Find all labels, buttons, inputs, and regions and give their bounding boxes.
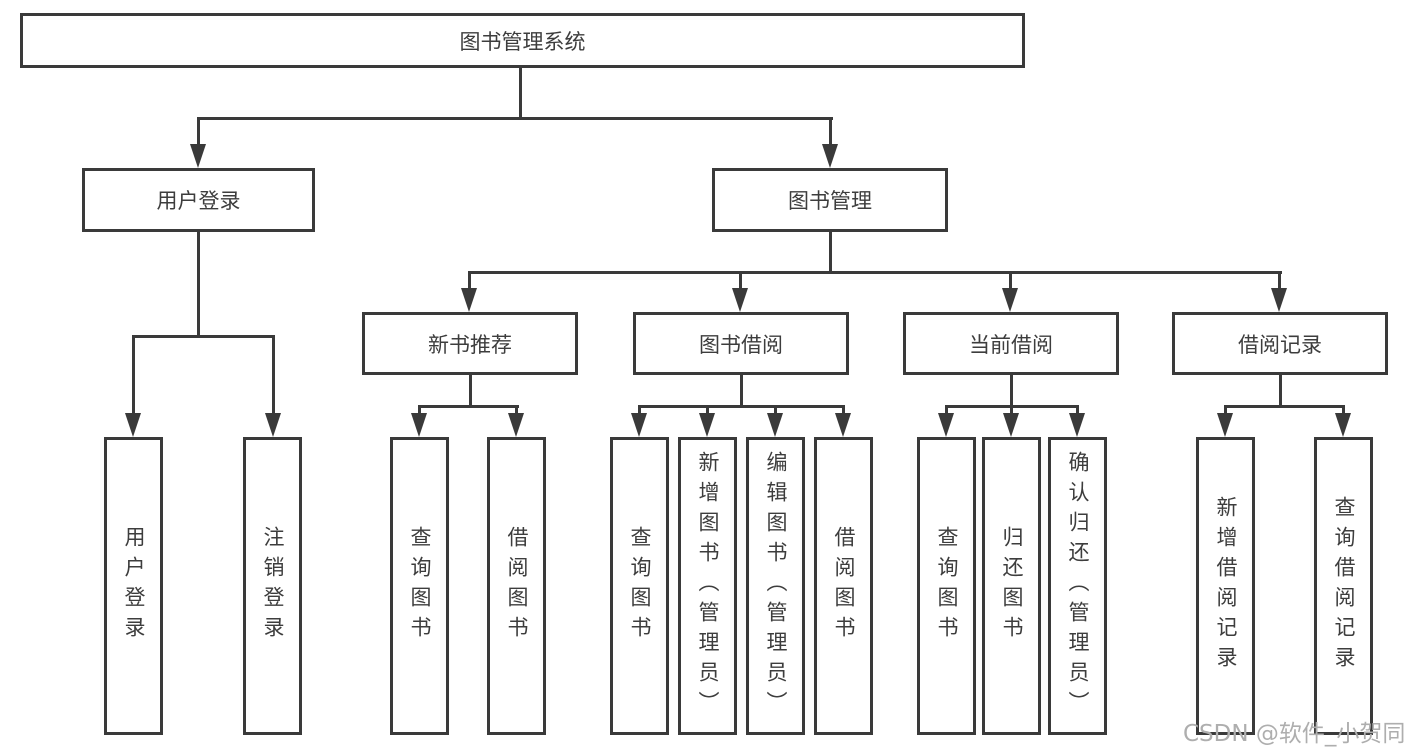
arrow-down — [461, 288, 477, 312]
connector-drop — [829, 117, 832, 149]
connector-bookborrow-hbar — [638, 405, 845, 408]
connector-bookmgmt-stub — [829, 231, 832, 274]
leaf-label: 确认归还（管理员） — [1066, 451, 1090, 721]
node-user-login: 用户登录 — [82, 168, 315, 232]
connector-drop — [132, 335, 135, 415]
arrow-down — [508, 413, 524, 437]
node-borrow-records: 借阅记录 — [1172, 312, 1388, 375]
connector-bookborrow-stub — [740, 374, 743, 408]
leaf-confirm-return-admin: 确认归还（管理员） — [1048, 437, 1107, 735]
leaf-query-borrow-record: 查询借阅记录 — [1314, 437, 1373, 735]
connector-drop — [1009, 271, 1012, 291]
leaf-query-books-current: 查询图书 — [917, 437, 976, 735]
arrow-down — [732, 288, 748, 312]
arrow-down — [125, 413, 141, 437]
connector-drop — [515, 405, 518, 417]
node-label: 新书推荐 — [428, 332, 512, 357]
connector-records-stub — [1279, 374, 1282, 408]
leaf-label: 归还图书 — [1000, 526, 1024, 646]
leaf-label: 新增借阅记录 — [1214, 496, 1238, 676]
connector-drop — [842, 405, 845, 417]
connector-drop — [1342, 405, 1345, 417]
node-label: 图书管理 — [788, 189, 872, 213]
connector-drop — [1076, 405, 1079, 417]
node-label: 用户登录 — [156, 189, 241, 213]
leaf-user-login: 用户登录 — [104, 437, 163, 735]
connector-drop — [418, 405, 421, 417]
arrow-down — [190, 144, 206, 168]
connector-drop — [272, 335, 275, 415]
leaf-label: 查询借阅记录 — [1332, 496, 1356, 676]
connector-drop — [774, 405, 777, 417]
connector-userlogin-hbar — [132, 335, 275, 338]
connector-bookmgmt-hbar — [468, 271, 1282, 274]
connector-drop — [1010, 405, 1013, 417]
connector-drop — [638, 405, 641, 417]
leaf-query-books-borrow: 查询图书 — [610, 437, 669, 735]
arrow-down — [631, 413, 647, 437]
leaf-borrow-books: 借阅图书 — [814, 437, 873, 735]
leaf-label: 借阅图书 — [832, 526, 856, 646]
leaf-label: 查询图书 — [935, 526, 959, 646]
connector-drop — [1224, 405, 1227, 417]
leaf-label: 用户登录 — [122, 526, 146, 646]
node-book-borrow: 图书借阅 — [633, 312, 849, 375]
leaf-borrow-books-recommend: 借阅图书 — [487, 437, 546, 735]
leaf-query-books-recommend: 查询图书 — [390, 437, 449, 735]
connector-root-hbar — [197, 117, 833, 120]
connector-root-stub — [519, 67, 522, 119]
leaf-logout: 注销登录 — [243, 437, 302, 735]
node-new-book-recommend: 新书推荐 — [362, 312, 578, 375]
connector-drop — [1278, 271, 1281, 291]
arrow-down — [835, 413, 851, 437]
arrow-down — [1217, 413, 1233, 437]
leaf-label: 查询图书 — [408, 526, 432, 646]
arrow-down — [1335, 413, 1351, 437]
connector-drop — [197, 117, 200, 149]
connector-drop — [468, 271, 471, 291]
node-label: 图书管理系统 — [459, 29, 586, 54]
arrow-down — [1003, 413, 1019, 437]
connector-newbooks-hbar — [418, 405, 519, 408]
leaf-label: 查询图书 — [628, 526, 652, 646]
arrow-down — [938, 413, 954, 437]
node-book-management: 图书管理 — [712, 168, 948, 232]
node-current-borrow: 当前借阅 — [903, 312, 1119, 375]
connector-drop — [739, 271, 742, 291]
leaf-add-books-admin: 新增图书（管理员） — [678, 437, 737, 735]
node-root: 图书管理系统 — [20, 13, 1025, 68]
connector-currentborrow-stub — [1010, 374, 1013, 408]
node-label: 图书借阅 — [699, 332, 783, 357]
node-label: 借阅记录 — [1238, 332, 1322, 357]
leaf-label: 新增图书（管理员） — [696, 451, 720, 721]
connector-newbooks-stub — [469, 374, 472, 408]
arrow-down — [1271, 288, 1287, 312]
arrow-down — [411, 413, 427, 437]
connector-userlogin-stub — [197, 231, 200, 338]
node-label: 当前借阅 — [969, 332, 1053, 357]
connector-records-hbar — [1224, 405, 1345, 408]
leaf-edit-books-admin: 编辑图书（管理员） — [746, 437, 805, 735]
arrow-down — [265, 413, 281, 437]
arrow-down — [767, 413, 783, 437]
watermark: CSDN @软件_小贺同学 — [1183, 721, 1405, 747]
leaf-add-borrow-record: 新增借阅记录 — [1196, 437, 1255, 735]
arrow-down — [1069, 413, 1085, 437]
connector-drop — [945, 405, 948, 417]
connector-drop — [706, 405, 709, 417]
leaf-label: 注销登录 — [261, 526, 285, 646]
arrow-down — [1002, 288, 1018, 312]
leaf-label: 借阅图书 — [505, 526, 529, 646]
arrow-down — [699, 413, 715, 437]
arrow-down — [822, 144, 838, 168]
leaf-label: 编辑图书（管理员） — [764, 451, 788, 721]
leaf-return-books: 归还图书 — [982, 437, 1041, 735]
